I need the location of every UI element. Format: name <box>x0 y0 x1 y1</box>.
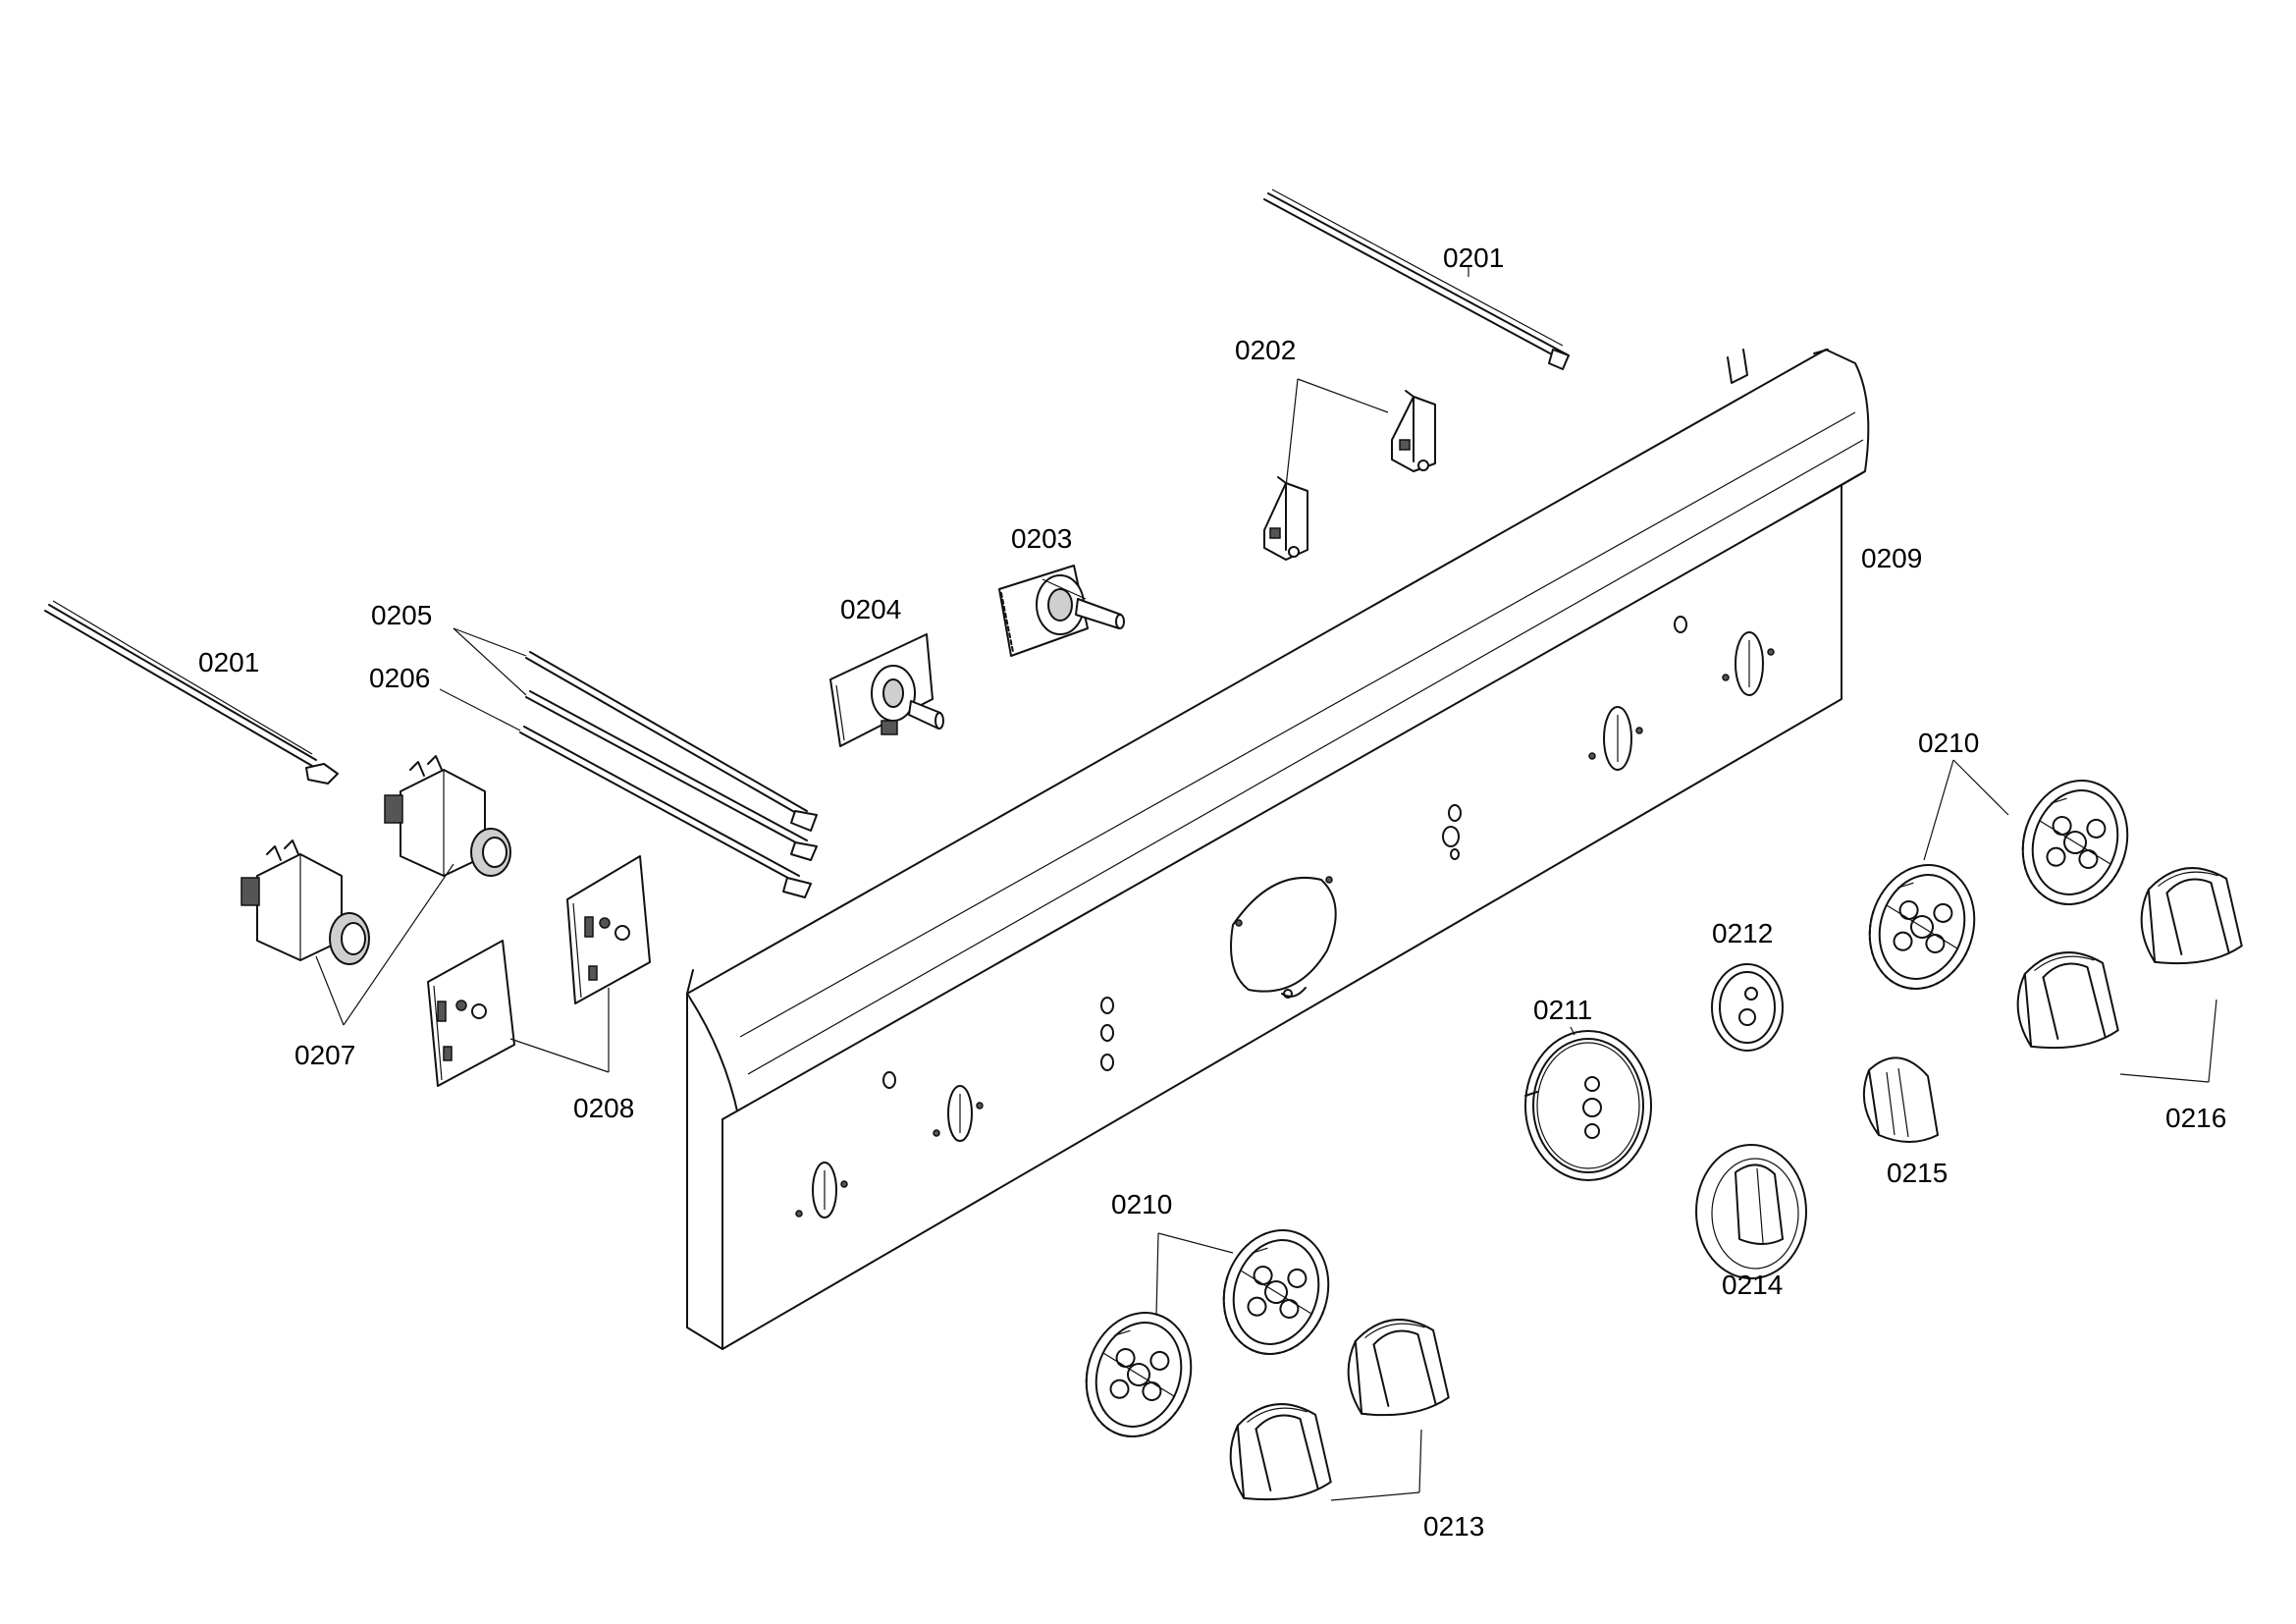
control-knob-0216-a <box>2133 861 2245 970</box>
label-0210-bottom: 0210 <box>1111 1189 1172 1219</box>
leader-0216 <box>2119 999 2217 1083</box>
sensor-rod-right <box>1263 189 1570 370</box>
dial-ring-0211 <box>1524 1030 1652 1181</box>
label-0213: 0213 <box>1423 1511 1484 1542</box>
leader-0211 <box>1570 1026 1575 1036</box>
leader-0202 <box>1285 378 1389 488</box>
knob-ring-right-b <box>1852 850 1992 1003</box>
leader-0207 <box>315 863 454 1026</box>
control-knob-0216-b <box>2009 946 2121 1055</box>
knob-ring-bottom-b <box>1069 1298 1208 1451</box>
leader-0208 <box>509 988 610 1073</box>
label-0210-right: 0210 <box>1918 728 1979 758</box>
knob-ring-bottom-a <box>1206 1216 1346 1369</box>
label-0201-left: 0201 <box>198 647 259 677</box>
leader-0213 <box>1330 1429 1422 1501</box>
control-knob-0213-a <box>1340 1313 1452 1422</box>
solenoid-valve-upper <box>384 755 511 877</box>
label-0206: 0206 <box>369 663 430 693</box>
leader-0205 <box>453 627 527 696</box>
timer-module-lower <box>427 940 515 1087</box>
control-panel-0209 <box>686 349 1870 1350</box>
microswitch-upper <box>1391 390 1436 472</box>
sensor-rod-left <box>44 600 339 785</box>
rotary-switch-0204 <box>829 633 944 747</box>
label-0208: 0208 <box>573 1093 634 1123</box>
small-knob-0215 <box>1862 1056 1939 1143</box>
label-0204: 0204 <box>840 594 901 624</box>
label-0202: 0202 <box>1235 335 1296 365</box>
label-0214: 0214 <box>1722 1270 1783 1300</box>
knob-0214 <box>1695 1144 1807 1279</box>
small-ring-0212 <box>1711 963 1784 1052</box>
leader-0210-right <box>1923 759 2009 861</box>
leader-0210-bottom <box>1155 1232 1234 1317</box>
label-0205: 0205 <box>371 600 432 630</box>
label-0212: 0212 <box>1712 918 1773 948</box>
leader-0206 <box>439 688 521 731</box>
label-0201-right: 0201 <box>1443 243 1504 273</box>
label-0215: 0215 <box>1887 1158 1948 1188</box>
microswitch-lower <box>1263 476 1308 561</box>
label-0216: 0216 <box>2165 1103 2226 1133</box>
label-0209: 0209 <box>1861 543 1922 573</box>
label-0211: 0211 <box>1533 995 1592 1025</box>
probe-rods <box>519 651 818 898</box>
control-knob-0213-b <box>1222 1397 1334 1506</box>
solenoid-valve-lower <box>240 839 370 965</box>
label-0203: 0203 <box>1011 523 1072 554</box>
label-0207: 0207 <box>294 1040 355 1070</box>
thermostat-0203 <box>998 565 1125 657</box>
knob-ring-right-a <box>2005 766 2145 919</box>
timer-module-upper <box>566 855 651 1004</box>
